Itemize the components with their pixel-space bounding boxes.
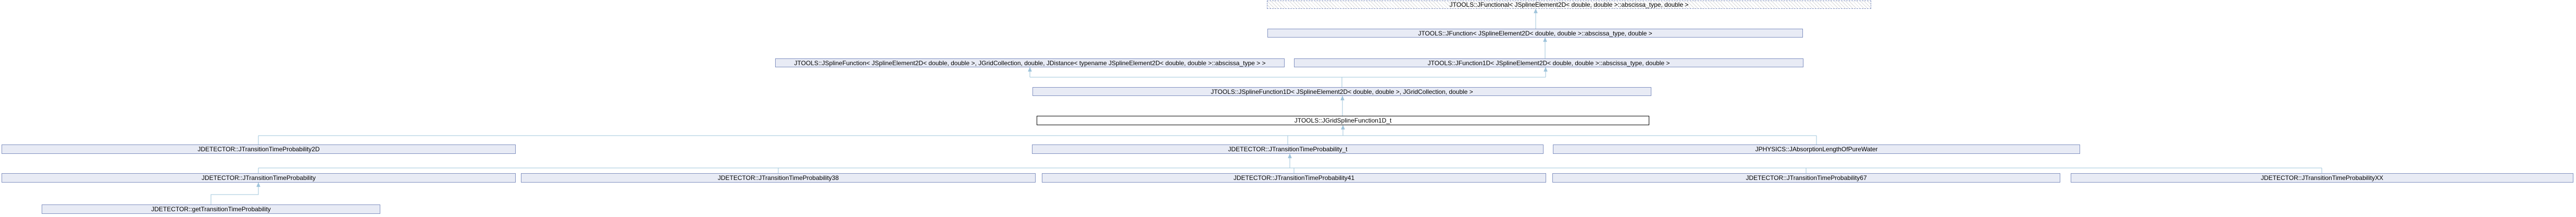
arrowhead-icon — [1544, 67, 1548, 72]
arrowhead-icon — [1028, 67, 1032, 72]
node-jsplinefunction1d[interactable]: JTOOLS::JSplineFunction1D< JSplineElemen… — [1032, 87, 1651, 96]
node-jtransitiontimeprobability-t[interactable]: JDETECTOR::JTransitionTimeProbability_t — [1032, 144, 1544, 154]
arrowhead-icon — [1534, 8, 1538, 14]
node-jsplinefunction[interactable]: JTOOLS::JSplineFunction< JSplineElement2… — [775, 58, 1285, 67]
edge-jsplinefunction1d-bus — [1029, 70, 1546, 87]
edge-row7-bus — [258, 158, 2322, 173]
node-jtransitiontimeprobability2d[interactable]: JDETECTOR::JTransitionTimeProbability2D — [2, 144, 516, 154]
arrowhead-icon — [1341, 125, 1345, 130]
node-jtransitiontimeprobabilityxx[interactable]: JDETECTOR::JTransitionTimeProbabilityXX — [2071, 173, 2573, 183]
node-jabsorptionlengthofpurewater[interactable]: JPHYSICS::JAbsorptionLengthOfPureWater — [1553, 144, 2080, 154]
arrowhead-icon — [1543, 37, 1547, 42]
edge-row6-bus — [258, 129, 1817, 144]
arrowhead-icon — [1288, 153, 1292, 159]
node-jfunction1d[interactable]: JTOOLS::JFunction1D< JSplineElement2D< d… — [1294, 58, 1803, 67]
arrowhead-icon — [256, 182, 260, 187]
node-jfunction[interactable]: JTOOLS::JFunction< JSplineElement2D< dou… — [1267, 29, 1803, 38]
node-jgridsplinefunction1d-t-current: JTOOLS::JGridSplineFunction1D_t — [1037, 116, 1649, 125]
edge-gettransitiontimeprobability — [210, 186, 259, 204]
node-jtransitiontimeprobability67[interactable]: JDETECTOR::JTransitionTimeProbability67 — [1552, 173, 2060, 183]
node-jtransitiontimeprobability41[interactable]: JDETECTOR::JTransitionTimeProbability41 — [1042, 173, 1546, 183]
node-gettransitiontimeprobability[interactable]: JDETECTOR::getTransitionTimeProbability — [42, 204, 380, 214]
node-jfunctional: JTOOLS::JFunctional< JSplineElement2D< d… — [1267, 1, 1871, 9]
node-jtransitiontimeprobability38[interactable]: JDETECTOR::JTransitionTimeProbability38 — [521, 173, 1036, 183]
arrowhead-icon — [1340, 95, 1345, 101]
node-jtransitiontimeprobability[interactable]: JDETECTOR::JTransitionTimeProbability — [2, 173, 516, 183]
